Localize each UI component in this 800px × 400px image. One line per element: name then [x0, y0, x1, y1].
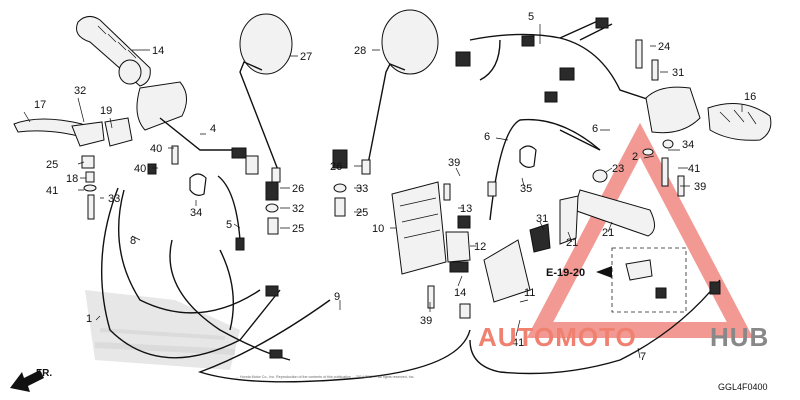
- callout-10: 10: [372, 223, 384, 235]
- callout-35: 39: [694, 181, 706, 193]
- reference-label: E-19-20: [546, 267, 585, 279]
- honda-wing-watermark: [85, 290, 240, 370]
- callout-24: 25: [46, 159, 58, 171]
- right-switch-housing: [645, 86, 772, 141]
- callout-33-left: 33: [108, 193, 120, 205]
- callout-12: 12: [474, 241, 486, 253]
- throttle-cable: [487, 118, 601, 221]
- leader-lines: [23, 24, 743, 359]
- callout-36: 40: [134, 163, 146, 175]
- callout-19: 19: [100, 105, 112, 117]
- callout-34-right: 35: [520, 183, 532, 195]
- callout-1: 1: [86, 313, 92, 325]
- callout-40-bottom: 39: [420, 315, 432, 327]
- callout-40-top: 39: [448, 157, 460, 169]
- callout-17: 17: [34, 99, 46, 111]
- wire-harness: [455, 17, 651, 103]
- callout-29: 31: [536, 213, 548, 225]
- callout-16: 16: [744, 91, 756, 103]
- mirror-adapters: [265, 149, 348, 235]
- callout-5-right: 6: [592, 123, 598, 135]
- watermark-triangle: [526, 122, 754, 338]
- callout-26-right: 26: [330, 161, 342, 173]
- callout-22: 23: [612, 163, 624, 175]
- callout-41: 41: [512, 337, 524, 349]
- callout-20: 21: [602, 227, 614, 239]
- left-switch-housing: [104, 81, 259, 175]
- callout-5-left: 5: [226, 219, 232, 231]
- callout-21: 21: [566, 237, 578, 249]
- callout-32-right: 33: [356, 183, 368, 195]
- right-small-parts: [427, 39, 685, 309]
- right-mirror: [361, 9, 439, 175]
- cable-clamps: [189, 145, 537, 196]
- callout-8: 8: [130, 235, 136, 247]
- watermark-part2: HUB: [710, 322, 769, 352]
- brake-lever-assembly: [483, 169, 655, 303]
- callout-11: 11: [524, 287, 535, 299]
- control-cables: [101, 187, 721, 383]
- front-direction-arrow: FR.: [10, 368, 52, 392]
- callout-33-right: 34: [682, 139, 694, 151]
- callout-18: 18: [66, 173, 78, 185]
- callout-6: 6: [484, 131, 490, 143]
- callout-31: 32: [74, 85, 86, 97]
- callout-3: 4: [210, 123, 216, 135]
- control-unit: [391, 181, 471, 275]
- clutch-lever: [13, 118, 105, 147]
- direction-label: FR.: [36, 368, 52, 379]
- callout-15: 14: [152, 45, 164, 57]
- callout-38: 41: [688, 163, 700, 175]
- callout-26-left: 26: [292, 183, 304, 195]
- callout-14: 14: [454, 287, 466, 299]
- callout-34-left: 34: [190, 207, 202, 219]
- callout-39: 41: [46, 185, 58, 197]
- callout-25-right: 25: [356, 207, 368, 219]
- callout-27: 27: [300, 51, 312, 63]
- callout-28: 28: [354, 45, 366, 57]
- callout-37: 40: [150, 143, 162, 155]
- callout-32-left: 32: [292, 203, 304, 215]
- left-mirror: [239, 13, 293, 183]
- callout-7: 7: [640, 351, 646, 363]
- callout-25-left: 25: [292, 223, 304, 235]
- copyright-note: ... Honda Motor Co., Inc. Reproduction o…: [236, 375, 414, 379]
- left-small-parts: [81, 145, 179, 220]
- callout-30: 31: [672, 67, 684, 79]
- callout-labels: 14 27 28 5 24 31 16 17 32 19 4 40 40 25 …: [34, 11, 756, 363]
- callout-13: 13: [460, 203, 472, 215]
- callout-23: 24: [658, 41, 670, 53]
- callout-4: 5: [528, 11, 534, 23]
- watermark-text: AUTOMOTO HUB: [478, 322, 769, 352]
- drawing-code: GGL4F0400: [718, 382, 768, 392]
- switch-wire: [217, 129, 601, 251]
- reference-detail-box: [596, 247, 687, 313]
- watermark-part1: AUTOMOTO: [478, 322, 637, 352]
- left-grip: [76, 16, 151, 87]
- callout-9: 9: [334, 291, 340, 303]
- callout-2: 2: [632, 151, 638, 163]
